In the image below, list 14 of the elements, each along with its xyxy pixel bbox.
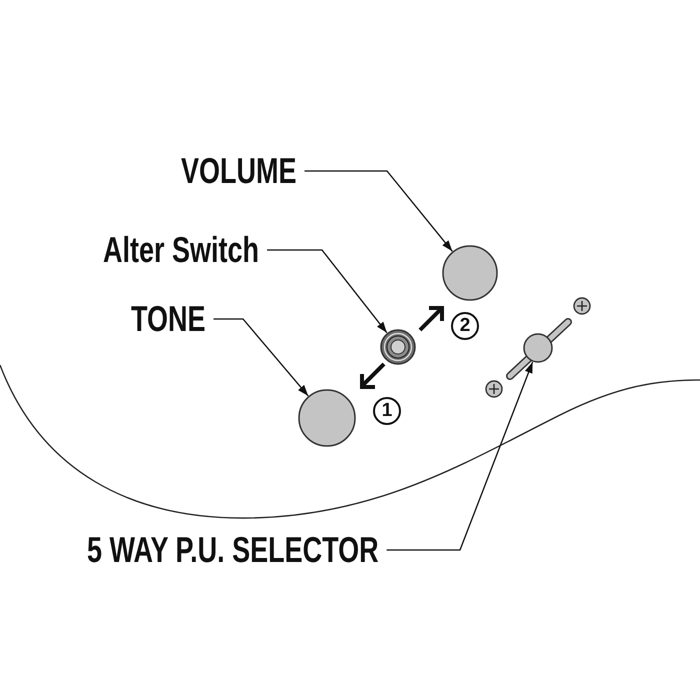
selector-switch bbox=[506, 318, 572, 380]
callout-number: 1 bbox=[373, 397, 401, 425]
leader-line bbox=[214, 318, 309, 396]
knob bbox=[441, 244, 499, 302]
leader-line bbox=[386, 362, 534, 551]
knob bbox=[297, 388, 357, 448]
part-label: 5 WAY P.U. SELECTOR bbox=[87, 532, 379, 568]
part-label: Alter Switch bbox=[103, 232, 260, 268]
part-label: VOLUME bbox=[181, 153, 296, 189]
leader-line bbox=[304, 170, 453, 252]
leader-line bbox=[267, 249, 388, 334]
toggle-switch bbox=[379, 328, 417, 366]
callout-number: 2 bbox=[451, 312, 479, 340]
part-label: TONE bbox=[131, 301, 206, 337]
